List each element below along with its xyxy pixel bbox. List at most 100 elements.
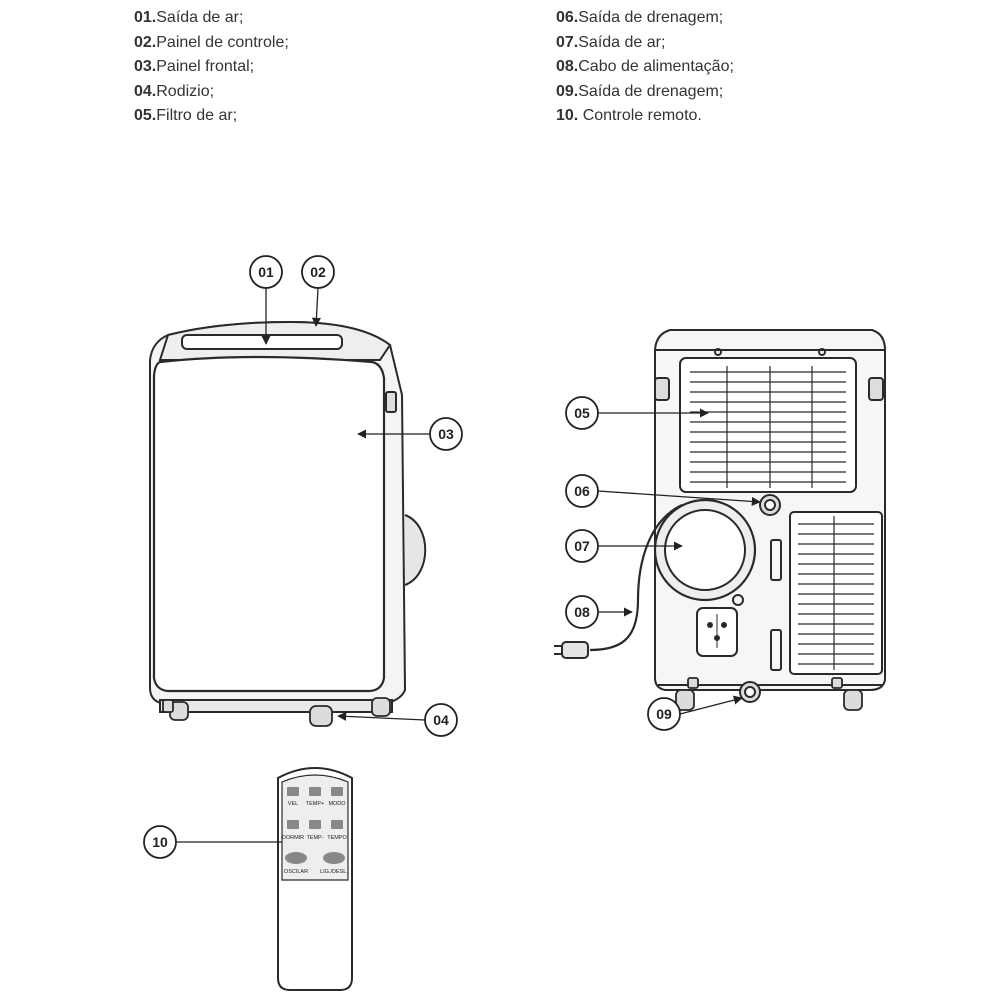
filter-slats xyxy=(690,366,846,488)
side-fan-housing xyxy=(404,514,427,586)
legend-item-02: 02.Painel de controle; xyxy=(134,31,289,56)
legend-label: Saída de drenagem; xyxy=(578,82,724,100)
callout-09: 09 xyxy=(647,697,681,731)
legend-number: 10. xyxy=(556,107,579,124)
callout-02: 02 xyxy=(301,255,335,289)
legend-number: 07. xyxy=(556,33,579,51)
legend-item-09: 09.Saída de drenagem; xyxy=(556,80,734,105)
legend-right-column: 06.Saída de drenagem; 07.Saída de ar; 08… xyxy=(556,6,734,129)
callout-label: 10 xyxy=(152,834,168,850)
button-temp-down xyxy=(309,820,321,829)
lower-grille-slats xyxy=(798,516,874,670)
button-dormir xyxy=(287,820,299,829)
callout-circle xyxy=(301,255,335,289)
legend-label: Filtro de ar; xyxy=(156,107,238,124)
caster-wheel xyxy=(162,699,174,713)
caster-wheel xyxy=(371,697,391,717)
callout-label: 09 xyxy=(656,706,672,722)
leader-lines xyxy=(176,287,761,843)
legend-number: 01. xyxy=(134,9,157,26)
socket-pin xyxy=(707,622,713,628)
back-unit xyxy=(554,329,886,711)
callout-circle xyxy=(424,703,458,737)
leader-09 xyxy=(679,695,743,715)
label-tempo: TEMPO xyxy=(327,835,347,841)
screw xyxy=(732,594,744,606)
legend-label: Rodizio; xyxy=(156,82,215,100)
button-temp-up xyxy=(309,787,321,796)
caster-wheel xyxy=(687,677,699,689)
button-oscilar xyxy=(285,852,307,864)
legend-label: Saída de ar; xyxy=(156,9,244,26)
caster-wheel xyxy=(309,705,333,727)
label-modo: MODO xyxy=(328,801,346,807)
caster-wheel xyxy=(843,689,863,711)
back-handle-left xyxy=(654,377,670,401)
legend-left-column: 01.Saída de ar; 02.Painel de controle; 0… xyxy=(134,6,289,129)
screw xyxy=(714,348,722,356)
legend-item-03: 03.Painel frontal; xyxy=(134,55,289,80)
plug-prongs xyxy=(554,645,562,655)
legend-item-01: 01.Saída de ar; xyxy=(134,6,289,31)
legend-item-04: 04.Rodizio; xyxy=(134,80,289,105)
callout-circle xyxy=(429,417,463,451)
callout-07: 07 xyxy=(565,529,599,563)
callout-circle xyxy=(565,474,599,508)
callout-label: 02 xyxy=(310,264,326,280)
legend-number: 02. xyxy=(134,33,157,51)
callout-circle xyxy=(565,529,599,563)
vent-slot xyxy=(770,539,782,581)
legend-number: 08. xyxy=(556,58,579,75)
back-caster-wheels xyxy=(675,677,863,711)
button-lig-desl xyxy=(323,852,345,864)
legend-number: 09. xyxy=(556,82,579,100)
legend-label: Saída de drenagem; xyxy=(578,9,724,26)
callout-01: 01 xyxy=(249,255,283,289)
legend-item-05: 05.Filtro de ar; xyxy=(134,104,289,129)
callout-circle xyxy=(647,697,681,731)
label-vel: VEL xyxy=(288,801,298,807)
callout-circle xyxy=(565,595,599,629)
callout-circle xyxy=(565,396,599,430)
callout-04: 04 xyxy=(424,703,458,737)
callout-label: 05 xyxy=(574,405,590,421)
screw xyxy=(818,348,826,356)
legend-label: Painel frontal; xyxy=(156,58,255,75)
legend-label: Cabo de alimentação; xyxy=(578,58,734,75)
remote-control: VEL TEMP+ MODO DORMIR TEMP- TEMPO OSCILA… xyxy=(277,767,353,991)
back-handle-right xyxy=(868,377,884,401)
legend-number: 05. xyxy=(134,107,157,124)
legend-item-07: 07.Saída de ar; xyxy=(556,31,734,56)
callouts: 01 02 03 04 05 06 07 08 xyxy=(143,255,681,859)
legend-number: 06. xyxy=(556,9,579,26)
callout-06: 06 xyxy=(565,474,599,508)
callout-label: 01 xyxy=(258,264,274,280)
caster-wheels xyxy=(162,697,391,727)
power-cord xyxy=(589,504,683,652)
exhaust-air-outlet-inner xyxy=(664,509,746,591)
caster-wheel xyxy=(831,677,843,689)
leader-06 xyxy=(597,490,761,506)
legend-label: Painel de controle; xyxy=(156,33,289,51)
label-temp-up: TEMP+ xyxy=(306,801,325,807)
caster-wheel xyxy=(675,689,695,711)
callout-label: 08 xyxy=(574,604,590,620)
legend-item-06: 06.Saída de drenagem; xyxy=(556,6,734,31)
callout-label: 06 xyxy=(574,483,590,499)
callout-10: 10 xyxy=(143,825,177,859)
drain-outlet-lower-cap xyxy=(744,686,756,698)
lower-intake-grille xyxy=(789,511,883,675)
base-plate xyxy=(159,699,393,713)
legend-item-10: 10. Controle remoto. xyxy=(556,104,734,129)
label-lig-desl: LIG./DESL. xyxy=(320,869,348,875)
leader-04 xyxy=(337,711,426,721)
remote-buttons xyxy=(285,787,345,864)
callout-03: 03 xyxy=(429,417,463,451)
callout-label: 03 xyxy=(438,426,454,442)
legend-number: 03. xyxy=(134,58,157,75)
socket-pin xyxy=(721,622,727,628)
front-unit xyxy=(149,320,427,727)
callout-label: 04 xyxy=(433,712,449,728)
drain-outlet-upper-cap xyxy=(764,499,776,511)
